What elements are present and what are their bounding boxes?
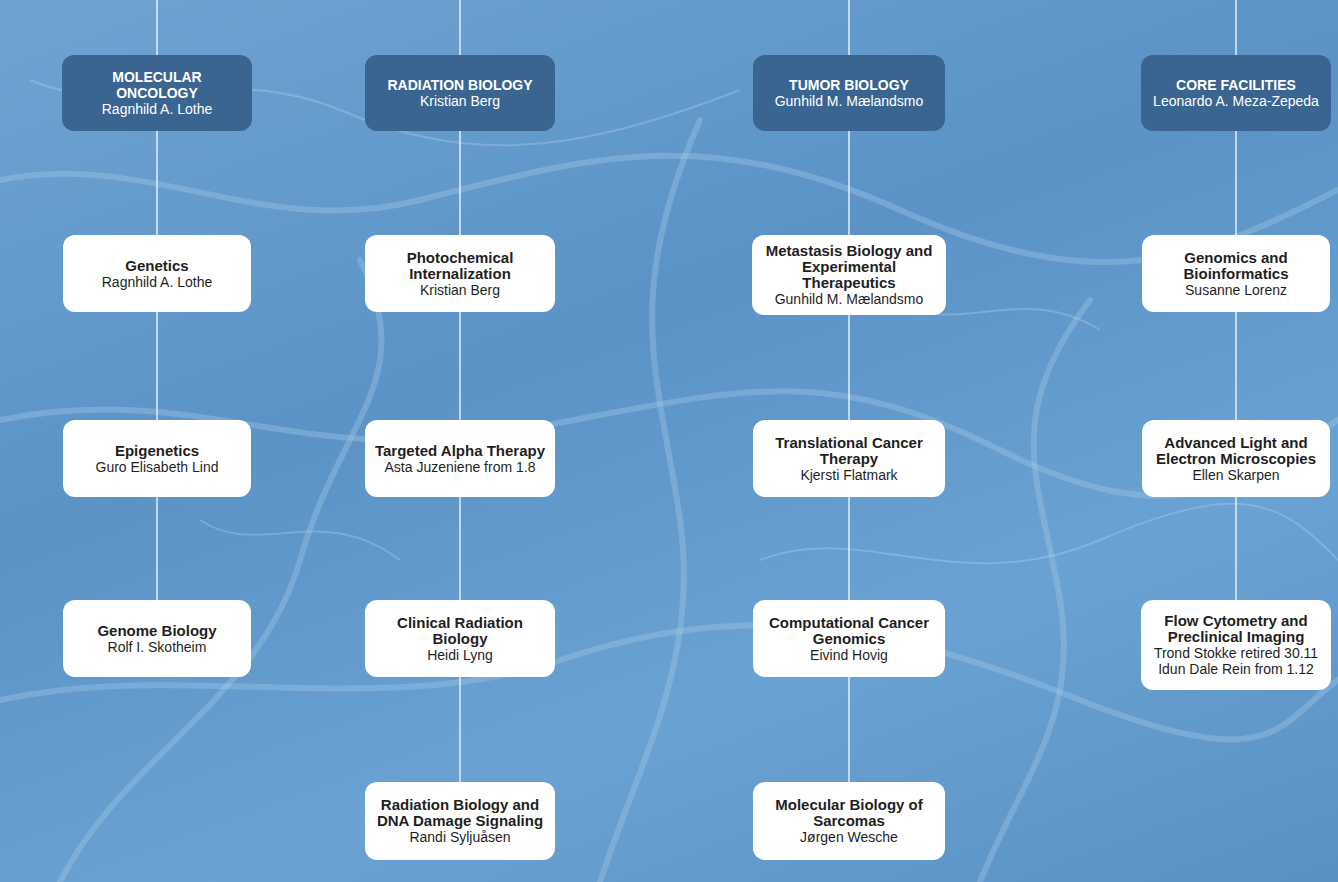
unit-name: Clinical Radiation Biology xyxy=(373,615,547,647)
unit-name: Genome Biology xyxy=(97,623,216,639)
hierarchy-line xyxy=(1235,131,1237,235)
group-box: Photochemical InternalizationKristian Be… xyxy=(365,235,555,312)
leader-name: Trond Stokke retired 30.11 xyxy=(1154,645,1318,661)
leader-name: Heidi Lyng xyxy=(427,647,493,663)
leader-name: Rolf I. Skotheim xyxy=(108,639,207,655)
hierarchy-line xyxy=(1235,312,1237,420)
hierarchy-line xyxy=(1235,497,1237,600)
leader-name: Kristian Berg xyxy=(420,282,500,298)
unit-name: Advanced Light and Electron Microscopies xyxy=(1150,435,1322,467)
leader-name: Kjersti Flatmark xyxy=(800,467,897,483)
group-box: Molecular Biology of SarcomasJørgen Wesc… xyxy=(753,782,945,860)
hierarchy-line xyxy=(156,497,158,600)
unit-name: Radiation Biology and DNA Damage Signali… xyxy=(373,797,547,829)
hierarchy-line xyxy=(848,677,850,782)
group-box: Radiation Biology and DNA Damage Signali… xyxy=(365,782,555,860)
group-box: Clinical Radiation BiologyHeidi Lyng xyxy=(365,600,555,677)
group-box: Metastasis Biology and Experimental Ther… xyxy=(752,235,946,315)
department-box: CORE FACILITIESLeonardo A. Meza-Zepeda xyxy=(1141,55,1331,131)
leader-name: Kristian Berg xyxy=(420,93,500,109)
group-box: EpigeneticsGuro Elisabeth Lind xyxy=(63,420,251,497)
department-box: RADIATION BIOLOGYKristian Berg xyxy=(365,55,555,131)
unit-name: Metastasis Biology and Experimental Ther… xyxy=(760,243,938,291)
leader-name: Eivind Hovig xyxy=(810,647,888,663)
hierarchy-line xyxy=(459,497,461,600)
hierarchy-line xyxy=(156,312,158,420)
unit-name: RADIATION BIOLOGY xyxy=(387,77,532,93)
unit-name: Flow Cytometry and Preclinical Imaging xyxy=(1149,613,1323,645)
leader-name: Asta Juzeniene from 1.8 xyxy=(385,459,536,475)
group-box: Computational Cancer GenomicsEivind Hovi… xyxy=(753,600,945,677)
unit-name: Molecular Biology of Sarcomas xyxy=(761,797,937,829)
unit-name: Photochemical Internalization xyxy=(373,250,547,282)
group-box: GeneticsRagnhild A. Lothe xyxy=(63,235,251,312)
hierarchy-line xyxy=(459,312,461,420)
unit-name: Computational Cancer Genomics xyxy=(761,615,937,647)
leader-name: Gunhild M. Mælandsmo xyxy=(775,291,924,307)
unit-name: Epigenetics xyxy=(115,443,199,459)
unit-name: MOLECULAR ONCOLOGY xyxy=(70,69,244,101)
hierarchy-line xyxy=(848,497,850,600)
group-box: Genomics and BioinformaticsSusanne Loren… xyxy=(1142,235,1330,312)
leader-name: Jørgen Wesche xyxy=(800,829,898,845)
unit-name: Translational Cancer Therapy xyxy=(761,435,937,467)
hierarchy-line xyxy=(459,131,461,235)
top-lines xyxy=(157,0,1236,55)
group-box: Translational Cancer TherapyKjersti Flat… xyxy=(753,420,945,497)
unit-name: Genomics and Bioinformatics xyxy=(1150,250,1322,282)
leader-name: Randi Syljuåsen xyxy=(409,829,510,845)
group-box: Flow Cytometry and Preclinical ImagingTr… xyxy=(1141,600,1331,690)
department-box: TUMOR BIOLOGYGunhild M. Mælandsmo xyxy=(753,55,945,131)
group-box: Genome BiologyRolf I. Skotheim xyxy=(63,600,251,677)
unit-name: CORE FACILITIES xyxy=(1176,77,1296,93)
leader-name: Leonardo A. Meza-Zepeda xyxy=(1153,93,1319,109)
leader-name: Ellen Skarpen xyxy=(1192,467,1279,483)
hierarchy-line xyxy=(848,315,850,420)
hierarchy-line xyxy=(848,131,850,235)
hierarchy-line xyxy=(459,677,461,782)
unit-name: TUMOR BIOLOGY xyxy=(789,77,909,93)
leader-name: Gunhild M. Mælandsmo xyxy=(775,93,924,109)
leader-name: Ragnhild A. Lothe xyxy=(102,274,213,290)
leader-name: Guro Elisabeth Lind xyxy=(96,459,219,475)
leader-name: Idun Dale Rein from 1.12 xyxy=(1158,661,1314,677)
group-box: Targeted Alpha TherapyAsta Juzeniene fro… xyxy=(365,420,555,497)
leader-name: Ragnhild A. Lothe xyxy=(102,101,213,117)
department-box: MOLECULAR ONCOLOGYRagnhild A. Lothe xyxy=(62,55,252,131)
hierarchy-line xyxy=(156,131,158,235)
unit-name: Targeted Alpha Therapy xyxy=(375,443,545,459)
leader-name: Susanne Lorenz xyxy=(1185,282,1287,298)
group-box: Advanced Light and Electron Microscopies… xyxy=(1142,420,1330,497)
unit-name: Genetics xyxy=(125,258,188,274)
